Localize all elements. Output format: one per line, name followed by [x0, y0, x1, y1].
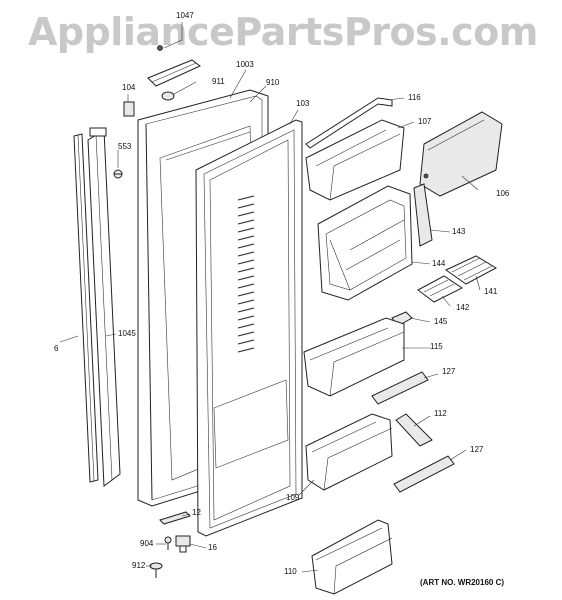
dairy-bin-107	[305, 119, 405, 201]
part-label-104: 104	[122, 83, 136, 92]
ice-guard-142	[417, 275, 463, 303]
screw-553	[113, 169, 123, 179]
part-label-16: 16	[208, 543, 217, 552]
part-label-911: 911	[212, 77, 225, 86]
part-label-127-upper: 127	[442, 367, 456, 376]
part-label-127-lower: 127	[470, 445, 484, 454]
bin-handle-116	[305, 97, 393, 149]
part-label-1003: 1003	[236, 60, 254, 69]
part-label-107: 107	[418, 117, 432, 126]
shelf-rib-ladder	[237, 195, 255, 353]
part-label-12: 12	[192, 508, 201, 517]
part-label-6: 6	[54, 344, 59, 353]
door-bin-110	[311, 519, 393, 595]
part-label-141: 141	[484, 287, 498, 296]
door-bin-115	[303, 317, 405, 397]
leader-lines	[59, 22, 481, 573]
part-label-912: 912	[132, 561, 146, 570]
door-gasket-strip	[73, 133, 99, 483]
bottom-hinge-plate-12	[159, 511, 191, 525]
part-label-110: 110	[284, 567, 297, 576]
part-label-143: 143	[452, 227, 466, 236]
part-label-116: 116	[408, 93, 421, 102]
bucket-housing-144	[317, 185, 413, 301]
art-number: (ART NO. WR20160 C)	[420, 578, 505, 587]
ice-guard-141	[445, 255, 498, 285]
screw-904	[164, 536, 172, 550]
hinge-bracket-1047	[147, 45, 201, 87]
part-label-145: 145	[434, 317, 448, 326]
hinge-pin-16	[175, 535, 191, 553]
door-liner-103	[195, 119, 303, 537]
dairy-door-106	[419, 111, 503, 197]
screw-912	[149, 562, 163, 578]
door-trim-channel	[87, 127, 121, 487]
watermark-logo: AppliancePartsPros.com	[28, 10, 538, 54]
screw-911	[161, 91, 175, 101]
part-label-142: 142	[456, 303, 470, 312]
bin-trim-127-upper	[371, 371, 429, 405]
door-bin-109	[305, 413, 393, 491]
part-label-910: 910	[266, 78, 280, 87]
part-label-112: 112	[434, 409, 447, 418]
part-label-103: 103	[296, 99, 310, 108]
bin-trim-112	[395, 413, 433, 447]
bin-trim-127-lower	[393, 455, 455, 493]
part-label-144: 144	[432, 259, 446, 268]
part-label-1045: 1045	[118, 329, 136, 338]
part-label-904: 904	[140, 539, 154, 548]
bracket-104	[123, 101, 135, 117]
side-panel-143	[413, 183, 433, 247]
part-label-115: 115	[430, 342, 443, 351]
part-label-553: 553	[118, 142, 132, 151]
part-label-106: 106	[496, 189, 510, 198]
part-label-1047: 1047	[176, 11, 194, 20]
part-label-109: 109	[286, 493, 300, 502]
